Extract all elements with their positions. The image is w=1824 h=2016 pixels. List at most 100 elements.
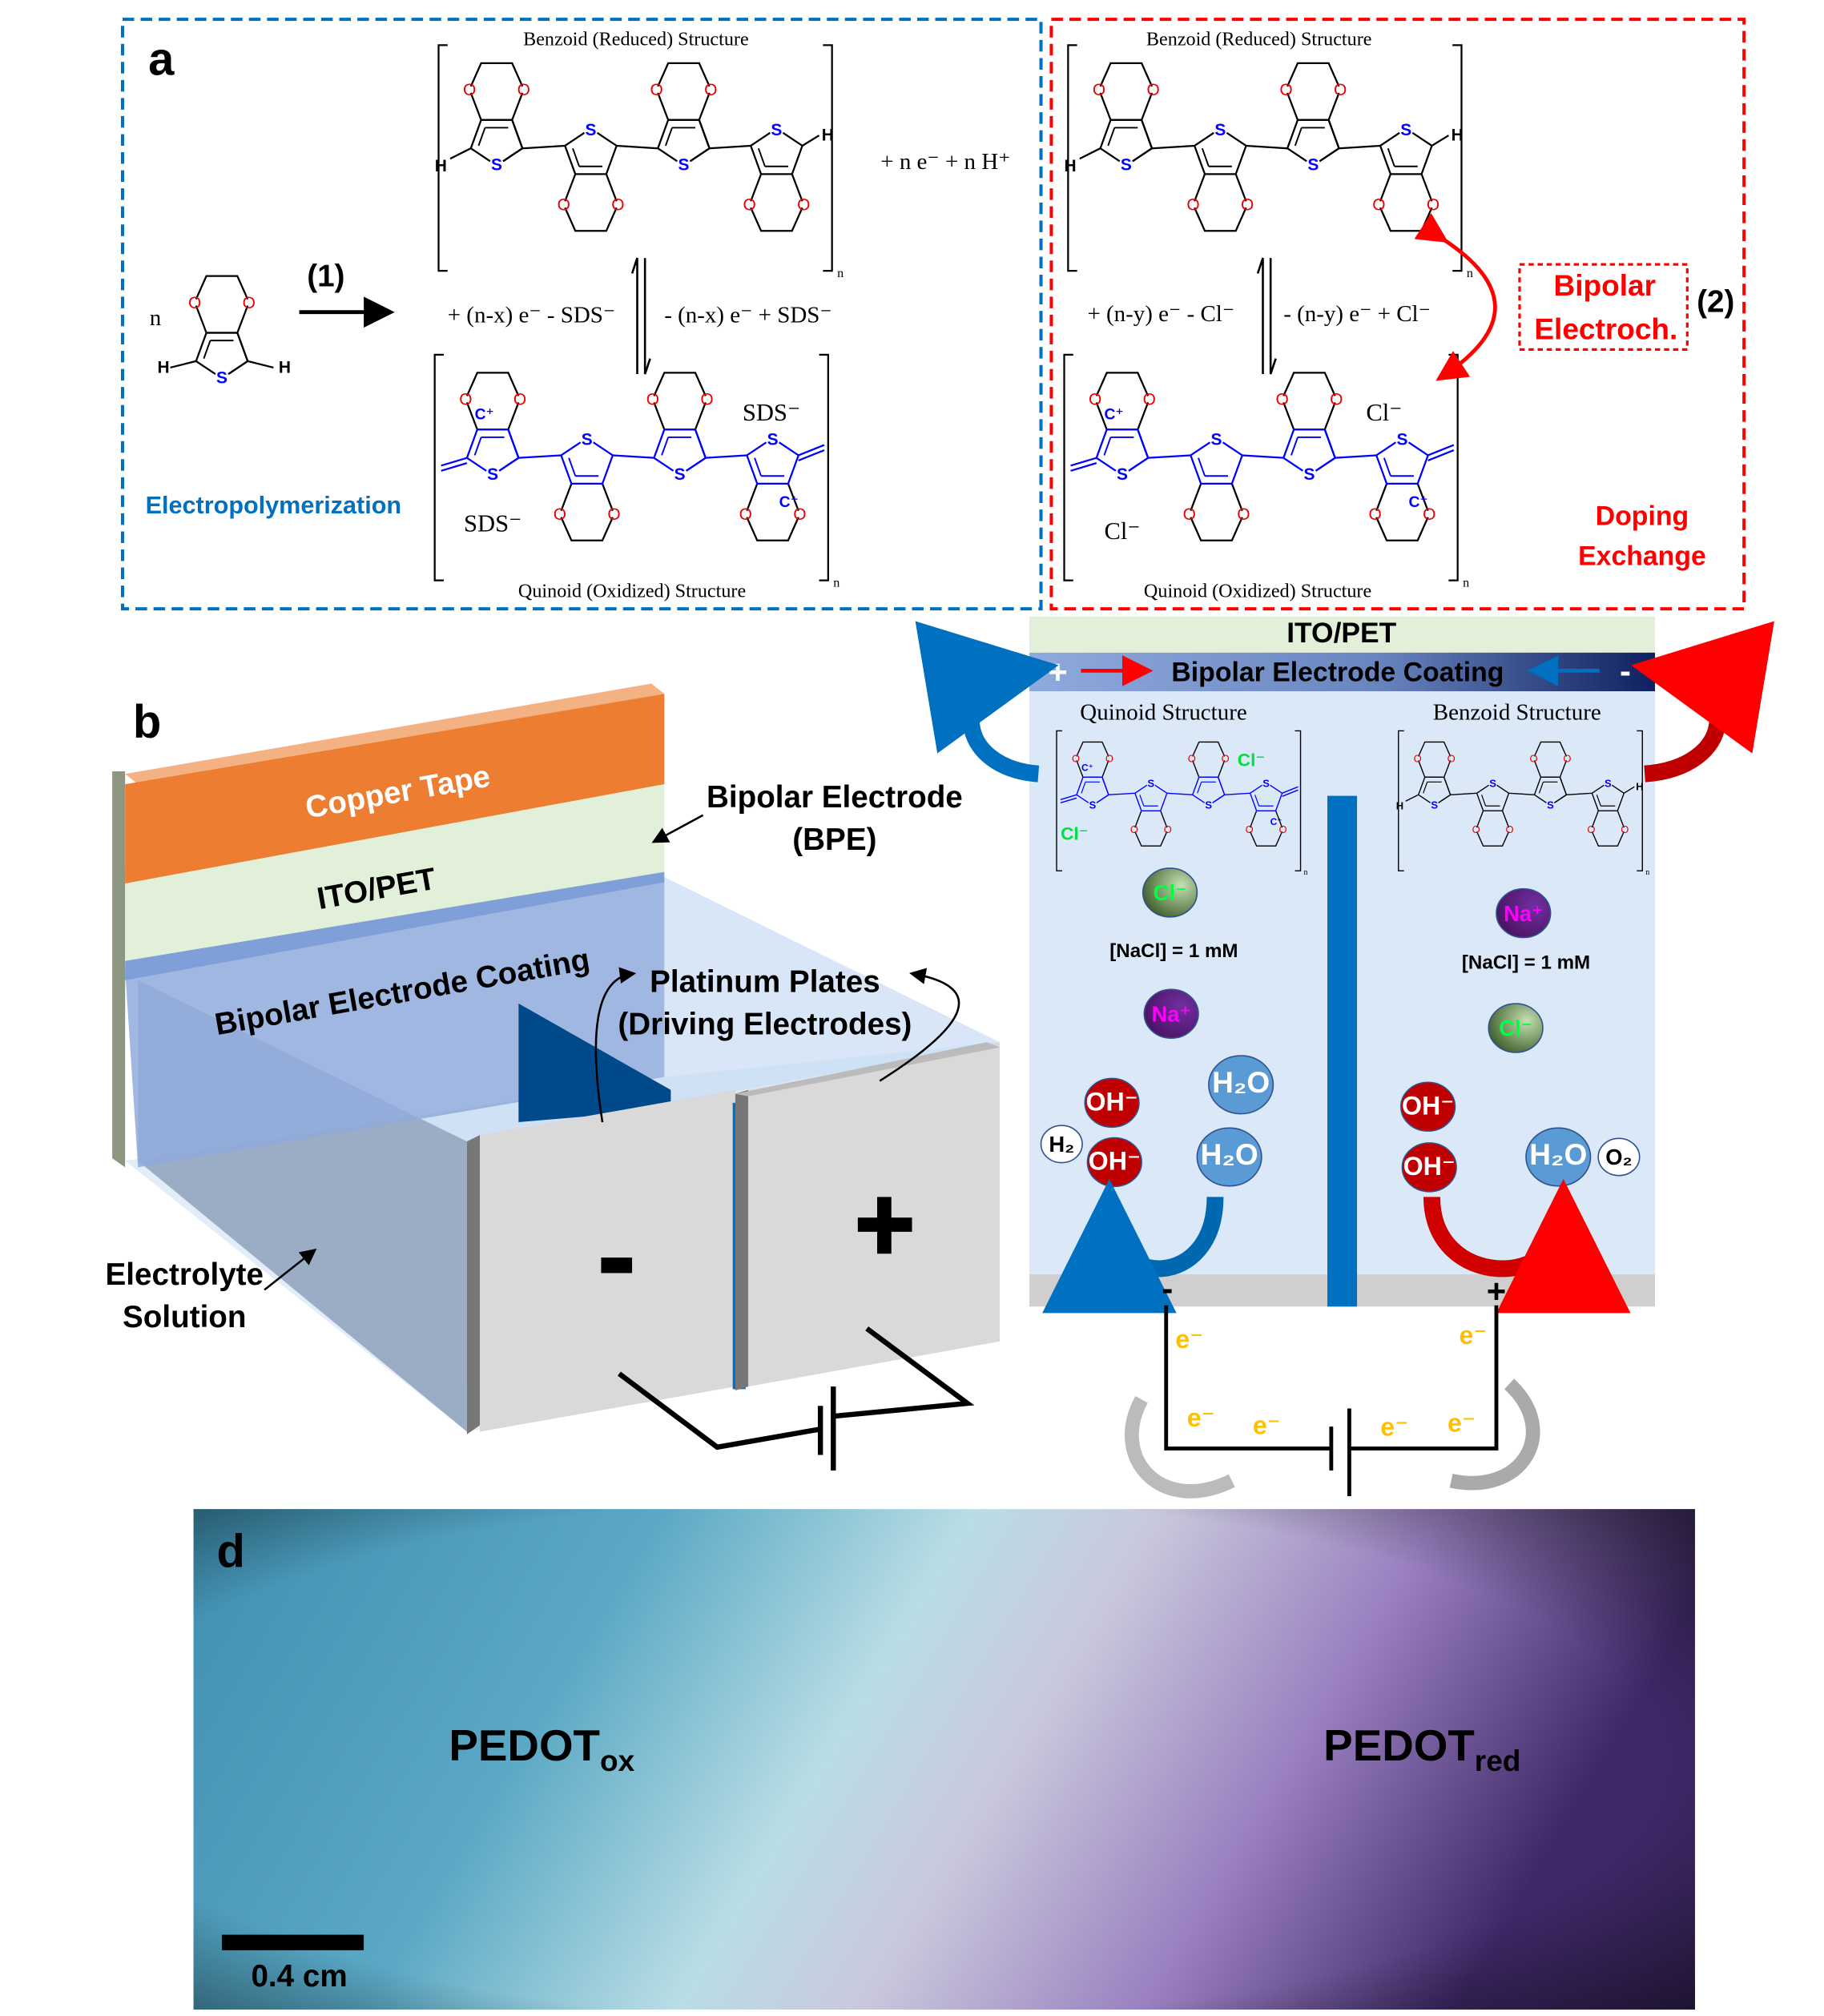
quinoid-label-right: Quinoid (Oxidized) Structure bbox=[1144, 581, 1371, 602]
carbocation: C⁺ bbox=[475, 406, 494, 423]
electropolymerization-label: Electropolymerization bbox=[146, 492, 401, 519]
plus-plate bbox=[747, 1042, 1001, 1387]
svg-text:H: H bbox=[157, 358, 169, 376]
edot-unit bbox=[1274, 372, 1344, 485]
h2o-molecule-label: H₂O bbox=[1529, 1137, 1587, 1171]
electron-label: e⁻ bbox=[1187, 1403, 1215, 1432]
h2o-molecule-label: H₂O bbox=[1201, 1137, 1258, 1171]
panel-label-c: c bbox=[970, 627, 996, 678]
red-reaction-arrow bbox=[1423, 1178, 1631, 1314]
panel-c: c ITO/PET + Bipolar Electrode Coating - … bbox=[915, 616, 1775, 1499]
oh-ion-label: OH⁻ bbox=[1402, 1091, 1454, 1120]
bipolar-curved-arrow bbox=[1414, 212, 1497, 381]
carbocation: C⁺ bbox=[1081, 762, 1093, 773]
sds-ion-1: SDS⁻ bbox=[743, 399, 800, 426]
cl-ion: Cl⁻ bbox=[1142, 867, 1198, 918]
repeat-subscript: n bbox=[1645, 868, 1649, 877]
carbocation: C⁺ bbox=[1408, 494, 1427, 511]
o2-molecule-sphere bbox=[1597, 1137, 1641, 1177]
carbocation: C⁺ bbox=[1104, 406, 1123, 423]
chemical-structures-c: nC⁺C⁺nHH bbox=[1056, 730, 1649, 877]
red-curved-arrow bbox=[1631, 621, 1775, 783]
bond bbox=[1566, 792, 1592, 796]
platinum-label-1: Platinum Plates bbox=[650, 964, 880, 999]
bond bbox=[1450, 792, 1477, 796]
quinoid-chain-right: nC⁺C⁺ bbox=[1063, 353, 1469, 590]
carbocation: C⁺ bbox=[1270, 816, 1282, 827]
oh-ion-sphere bbox=[1401, 1142, 1457, 1193]
hydrogen-atom: H bbox=[1065, 157, 1077, 175]
bond bbox=[1148, 454, 1191, 459]
concentration-right: [NaCl] = 1 mM bbox=[1462, 952, 1590, 973]
electron-label: e⁻ bbox=[1448, 1409, 1476, 1438]
bond bbox=[802, 135, 820, 147]
edot-unit bbox=[645, 372, 715, 485]
bond bbox=[1079, 147, 1101, 160]
bond bbox=[612, 454, 654, 459]
concentration-left: [NaCl] = 1 mM bbox=[1109, 940, 1238, 962]
cl-ion-sphere bbox=[1488, 1003, 1544, 1053]
electron-label: e⁻ bbox=[1380, 1412, 1408, 1441]
hydrogen-atom: H bbox=[822, 127, 834, 145]
bpe-coating-top bbox=[125, 871, 665, 980]
minus-plate-edge bbox=[466, 1135, 481, 1435]
pedot-red-main: PEDOT bbox=[1323, 1720, 1475, 1770]
cell-divider bbox=[1327, 795, 1358, 1307]
benzoid-structure-label: Benzoid Structure bbox=[1433, 700, 1601, 726]
quinoid-chain-c: nC⁺C⁺ bbox=[1056, 730, 1308, 877]
h2-molecule-sphere bbox=[1040, 1125, 1083, 1164]
edot-unit bbox=[1371, 119, 1441, 232]
oh-ion-sphere bbox=[1084, 1077, 1140, 1129]
h2-molecule-label: H₂ bbox=[1049, 1132, 1074, 1157]
o2-molecule: O₂ bbox=[1597, 1137, 1641, 1177]
electrolyte-label-1: Electrolyte bbox=[106, 1257, 264, 1292]
o2-molecule-label: O₂ bbox=[1605, 1145, 1632, 1169]
pointer-arrows bbox=[264, 814, 960, 1291]
scale-bar-label: 0.4 cm bbox=[251, 1959, 347, 1994]
dark-divider bbox=[518, 1003, 671, 1123]
bond bbox=[518, 454, 562, 459]
polymer-bracket bbox=[1398, 730, 1643, 871]
forward-reaction-right: + (n-y) e⁻ - Cl⁻ bbox=[1087, 301, 1234, 327]
cl-ion-1: Cl⁻ bbox=[1366, 399, 1402, 426]
cl-ion-label: Cl⁻ bbox=[1499, 1016, 1532, 1040]
bipolar-electroch-box bbox=[1518, 263, 1689, 352]
power-supply-circuit bbox=[618, 1326, 975, 1471]
polymer-bracket bbox=[437, 44, 833, 272]
cl-ion-sphere bbox=[1142, 867, 1198, 918]
benzoid-label-right: Benzoid (Reduced) Structure bbox=[1146, 28, 1372, 50]
oh-ion: OH⁻ bbox=[1086, 1137, 1142, 1188]
double-bond bbox=[441, 444, 825, 472]
h2-molecule: H₂ bbox=[1040, 1125, 1083, 1164]
coating-plus: + bbox=[1048, 653, 1067, 690]
electron-label: e⁻ bbox=[1460, 1321, 1488, 1350]
pedot-red-sub: red bbox=[1475, 1744, 1521, 1777]
bond bbox=[1151, 144, 1195, 150]
electrolyte-label-2: Solution bbox=[123, 1300, 246, 1334]
bond bbox=[522, 144, 566, 150]
bipolar-electroch-line1: Bipolar bbox=[1553, 268, 1656, 302]
products-label: + n e⁻ + n H⁺ bbox=[880, 149, 1010, 175]
edot-unit bbox=[1186, 119, 1255, 232]
copper-tape-top bbox=[125, 683, 665, 785]
h2o-molecule-sphere bbox=[1208, 1055, 1274, 1115]
electron-label: e⁻ bbox=[1175, 1325, 1203, 1354]
oh-ion: OH⁻ bbox=[1400, 1081, 1456, 1132]
electropolymerization-box bbox=[120, 18, 1043, 611]
benzoid-chain-right: nHH bbox=[1065, 44, 1473, 280]
photo-vignette bbox=[193, 1509, 1695, 2010]
doping-label: Doping bbox=[1596, 501, 1689, 531]
na-ion-label: Na⁺ bbox=[1151, 1001, 1190, 1026]
minus-symbol bbox=[601, 1257, 633, 1274]
edot-unit bbox=[556, 119, 626, 232]
cl-ion: Cl⁻ bbox=[1488, 1003, 1544, 1053]
pedot-ox-main: PEDOT bbox=[449, 1720, 600, 1770]
equilibrium-arrows-left bbox=[630, 257, 651, 375]
svg-text:H: H bbox=[279, 358, 291, 376]
bond bbox=[1339, 144, 1381, 150]
edot-unit bbox=[742, 119, 811, 232]
oh-ion: OH⁻ bbox=[1401, 1142, 1457, 1193]
equilibrium-arrows-right bbox=[1256, 257, 1277, 375]
blue-reaction-arrow bbox=[1042, 1178, 1224, 1314]
